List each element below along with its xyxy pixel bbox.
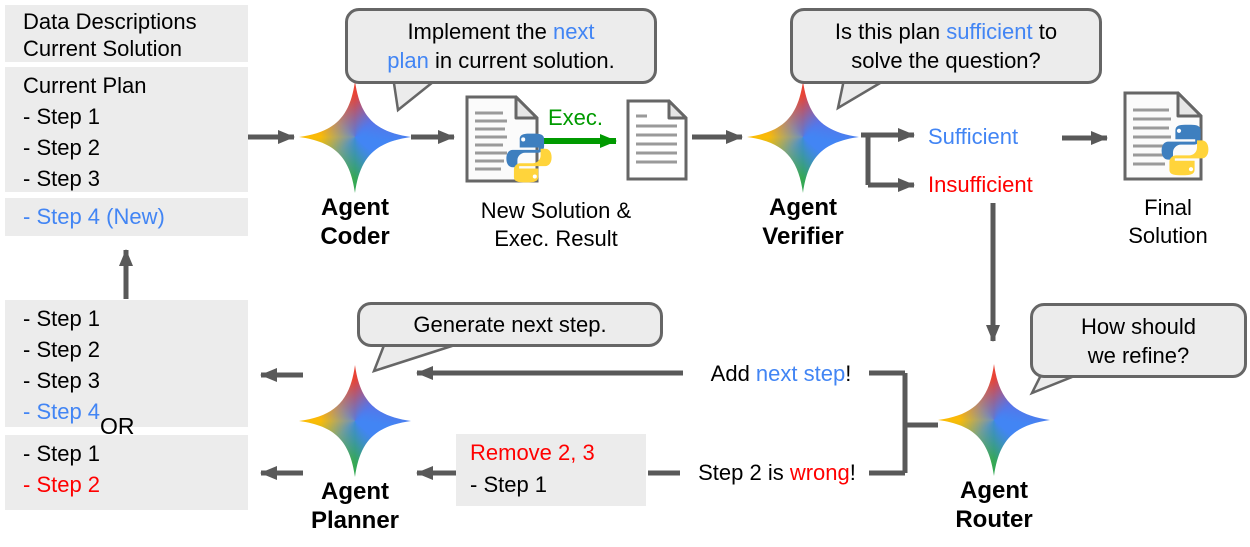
verifier-sparkle-icon [747, 81, 859, 193]
revised-plan-removal: Remove 2, 3 [470, 440, 595, 465]
revised-plan-kept: - Step 1 [470, 472, 548, 497]
final-solution-label: Final Solution [1128, 195, 1208, 248]
result-document-icon [626, 99, 688, 181]
plan-a-box: - Step 1 - Step 2 - Step 3 - Step 4 [5, 300, 248, 427]
plan-step: - Step 3 [23, 368, 101, 393]
router-sparkle-icon [938, 364, 1050, 476]
exec-label: Exec. [548, 105, 604, 130]
step-wrong-label: Step 2 is wrong! [698, 460, 856, 485]
revised-plan-box: Remove 2, 3 - Step 1 [456, 434, 646, 506]
plan-b-box: - Step 1 - Step 2 [5, 435, 248, 510]
plan-step: - Step 1 [23, 306, 101, 331]
current-plan-box: Current Plan - Step 1 - Step 2 - Step 3 [5, 67, 248, 192]
coder-sparkle-icon [299, 81, 411, 193]
verifier-speech-bubble: Is this plan sufficient to solve the que… [790, 8, 1102, 84]
planner-sparkle-icon [299, 365, 411, 477]
document-icon [465, 95, 539, 183]
agent-coder-label: Agent Coder [320, 194, 390, 250]
new-solution-label: New Solution & Exec. Result [480, 198, 632, 251]
python-logo-icon [506, 133, 552, 183]
context-line: Current Solution [23, 36, 182, 61]
planner-speech-bubble: Generate next step. [357, 302, 663, 347]
plan-step-removed: - Step 2 [23, 472, 101, 497]
coder-speech-bubble: Implement the next plan in current solut… [345, 8, 657, 84]
context-line: Data Descriptions [23, 9, 197, 34]
plan-step: - Step 1 [23, 441, 101, 466]
new-step-label: - Step 4 (New) [23, 204, 165, 229]
plan-step: - Step 3 [23, 166, 101, 191]
agent-router-label: Agent Router [955, 477, 1033, 533]
plan-step: - Step 1 [23, 104, 101, 129]
sufficient-label: Sufficient [928, 124, 1019, 149]
current-plan-title: Current Plan [23, 73, 147, 98]
final-python-logo-icon [1161, 124, 1209, 176]
or-label: OR [100, 413, 135, 439]
plan-step: - Step 2 [23, 337, 101, 362]
add-next-step-label: Add next step! [710, 361, 852, 386]
agent-planner-label: Agent Planner [310, 478, 400, 534]
agent-verifier-label: Agent Verifier [762, 194, 844, 250]
plan-step-new: - Step 4 [23, 399, 101, 424]
plan-step: - Step 2 [23, 135, 101, 160]
context-box: Data Descriptions Current Solution [5, 5, 248, 62]
new-step-box: - Step 4 (New) [5, 198, 248, 236]
insufficient-label: Insufficient [928, 172, 1033, 197]
router-speech-bubble: How should we refine? [1030, 303, 1247, 378]
